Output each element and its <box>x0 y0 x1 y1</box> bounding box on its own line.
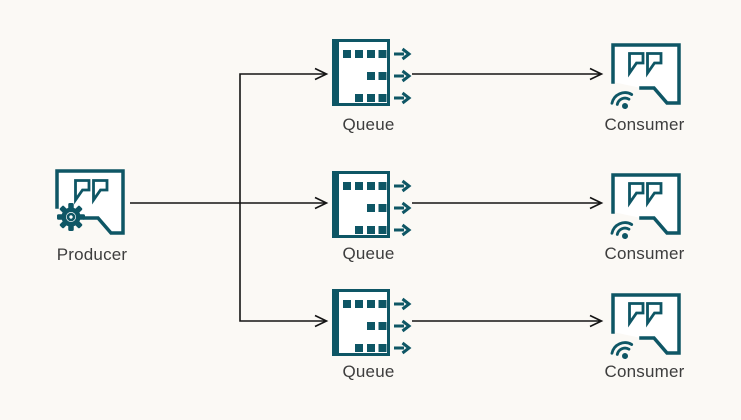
queue-label-2: Queue <box>342 244 395 263</box>
queue-icon <box>332 289 411 356</box>
consumer-node-1[interactable] <box>602 40 682 114</box>
queue-icon <box>332 171 411 238</box>
arrowhead-icon <box>314 196 329 210</box>
connector-producer-to-queue-3 <box>239 203 326 322</box>
arrowhead-icon <box>314 314 329 328</box>
speech-bubble-wifi-icon <box>602 290 682 364</box>
arrowhead-icon <box>589 67 604 81</box>
queue-node-2[interactable] <box>332 171 412 241</box>
consumer-node-2[interactable] <box>602 170 682 244</box>
queue-label-3: Queue <box>342 362 395 381</box>
consumer-label-1: Consumer <box>604 115 685 134</box>
speech-bubble-wifi-icon <box>602 40 682 114</box>
producer-node[interactable] <box>50 168 130 242</box>
queue-label-1: Queue <box>342 115 395 134</box>
connector-producer-to-queue-1 <box>239 73 326 203</box>
arrowhead-icon <box>589 314 604 328</box>
producer-label: Producer <box>56 245 128 264</box>
queue-icon <box>332 39 411 106</box>
queue-node-3[interactable] <box>332 289 412 359</box>
consumer-label-2: Consumer <box>604 244 685 263</box>
arrowhead-icon <box>314 67 329 81</box>
speech-bubble-wifi-icon <box>602 170 682 244</box>
speech-bubble-gear-icon <box>50 168 130 242</box>
consumer-label-3: Consumer <box>604 362 685 381</box>
arrowhead-icon <box>589 196 604 210</box>
consumer-node-3[interactable] <box>602 290 682 364</box>
queue-node-1[interactable] <box>332 39 412 109</box>
